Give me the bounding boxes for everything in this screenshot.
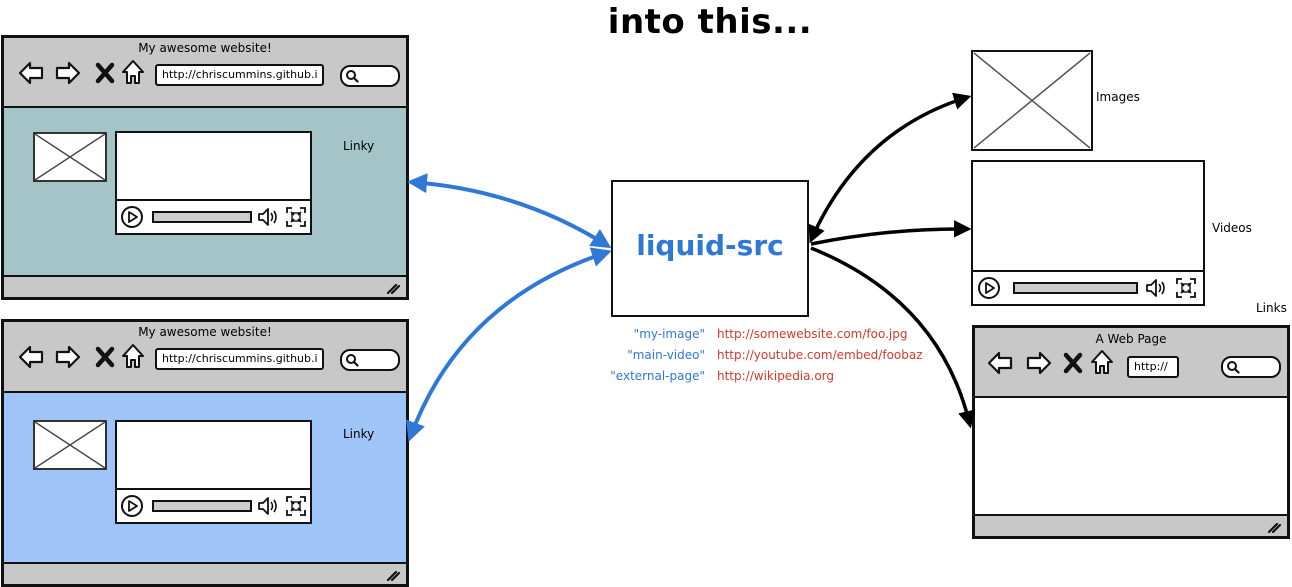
liquid-src-label: liquid-src (636, 229, 784, 262)
search-field[interactable] (340, 349, 400, 371)
links-label: Links (1256, 301, 1287, 315)
mapping-key: "external-page" (610, 369, 705, 383)
link-text[interactable]: Linky (343, 427, 375, 441)
web-page-output: A Web Page http:// (972, 325, 1290, 539)
volume-icon[interactable] (256, 494, 280, 518)
search-field[interactable] (340, 65, 400, 87)
back-arrow-icon[interactable] (987, 350, 1013, 376)
black-arrow-videos (810, 220, 972, 246)
close-x-icon[interactable] (1060, 350, 1086, 376)
mapping-value: http://wikipedia.org (717, 369, 834, 383)
close-x-icon[interactable] (92, 60, 118, 86)
blue-arrow-bottom (406, 247, 612, 442)
browser-window-top: My awesome website! http://chriscummins.… (1, 35, 409, 300)
fullscreen-icon[interactable] (284, 494, 308, 518)
link-text[interactable]: Linky (343, 139, 375, 153)
images-label: Images (1096, 90, 1140, 104)
video-controls (117, 488, 310, 522)
image-placeholder-icon (33, 420, 107, 470)
video-controls (117, 199, 310, 233)
page-heading: into this... (607, 2, 813, 42)
url-field[interactable]: http:// (1127, 356, 1179, 378)
mapping-key: "my-image" (633, 327, 705, 341)
play-icon[interactable] (120, 205, 144, 229)
status-bar (4, 564, 406, 584)
browser-title: My awesome website! (138, 325, 272, 339)
url-field[interactable]: http://chriscummins.github.i (155, 348, 324, 370)
status-bar (4, 277, 406, 297)
back-arrow-icon[interactable] (18, 60, 44, 86)
browser-content: Linky (4, 106, 406, 277)
search-icon (1227, 361, 1240, 374)
browser-title: My awesome website! (138, 41, 272, 55)
web-page-content (975, 396, 1287, 516)
close-x-icon[interactable] (92, 344, 118, 370)
video-progress-bar[interactable] (152, 500, 252, 512)
home-icon[interactable] (1089, 349, 1115, 375)
liquid-src-box: liquid-src (611, 180, 809, 317)
video-progress-bar[interactable] (1013, 282, 1138, 294)
url-field[interactable]: http://chriscummins.github.i (155, 64, 324, 86)
resize-grip-icon[interactable] (386, 282, 400, 294)
volume-icon[interactable] (1144, 276, 1168, 300)
mapping-key: "main-video" (627, 348, 705, 362)
blue-arrow-top (407, 173, 612, 249)
home-icon[interactable] (120, 59, 146, 85)
video-player[interactable] (115, 131, 312, 235)
video-output-box (971, 160, 1205, 306)
videos-label: Videos (1212, 221, 1252, 235)
black-arrow-images (808, 92, 972, 244)
status-bar (975, 516, 1287, 536)
mapping-value: http://youtube.com/embed/foobaz (717, 348, 923, 362)
play-icon[interactable] (977, 276, 1001, 300)
video-progress-bar[interactable] (152, 211, 252, 223)
play-icon[interactable] (120, 494, 144, 518)
video-controls (973, 270, 1203, 304)
black-arrow-links (810, 246, 976, 429)
fullscreen-icon[interactable] (1174, 276, 1198, 300)
image-output-box (971, 50, 1093, 151)
browser-window-bottom: My awesome website! http://chriscummins.… (1, 319, 409, 587)
image-placeholder-icon (33, 132, 107, 182)
search-field[interactable] (1221, 356, 1281, 378)
browser-content: Linky (4, 391, 406, 564)
volume-icon[interactable] (256, 205, 280, 229)
resize-grip-icon[interactable] (386, 569, 400, 581)
resize-grip-icon[interactable] (1267, 521, 1281, 533)
search-icon (346, 354, 359, 367)
search-icon (346, 70, 359, 83)
forward-arrow-icon[interactable] (1026, 350, 1052, 376)
fullscreen-icon[interactable] (284, 205, 308, 229)
forward-arrow-icon[interactable] (55, 344, 81, 370)
back-arrow-icon[interactable] (18, 344, 44, 370)
home-icon[interactable] (120, 343, 146, 369)
forward-arrow-icon[interactable] (55, 60, 81, 86)
web-page-title: A Web Page (1095, 332, 1167, 346)
mapping-value: http://somewebsite.com/foo.jpg (717, 327, 908, 341)
video-player[interactable] (115, 420, 312, 524)
